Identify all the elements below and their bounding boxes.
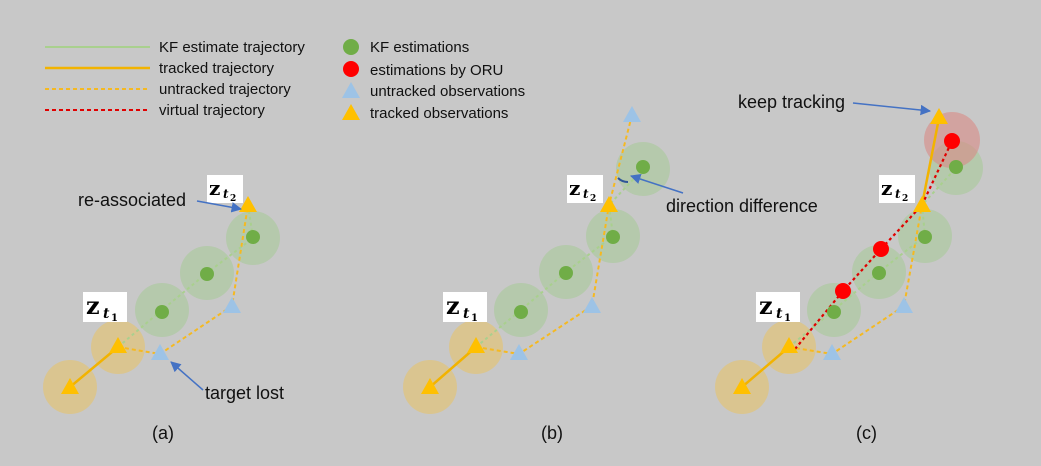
svg-text:t: t (103, 306, 110, 322)
tracked-trajectory-segment (429, 346, 477, 388)
svg-text:2: 2 (902, 194, 908, 204)
z-t1-label: z t 1 (756, 291, 800, 324)
untracked-trajectory-path (475, 114, 633, 356)
z-t2-label: z t 2 (879, 175, 915, 204)
tracked-observation-marker (109, 337, 127, 353)
panel-caption: (b) (541, 423, 563, 443)
svg-text:2: 2 (230, 194, 236, 204)
kf-estimation-point (200, 267, 214, 281)
legend-tracked-trajectory-label: tracked trajectory (159, 60, 275, 77)
z-t2-label: z t 2 (567, 175, 603, 204)
tracked-trajectory-segment (69, 346, 119, 388)
legend-kf-estimation-marker (343, 39, 359, 55)
panel-b: z t 1 z t 2 direction difference (b) (403, 106, 818, 443)
direction-difference-annotation: direction difference (666, 196, 818, 216)
tracked-observation-marker (61, 378, 79, 394)
kf-estimation-point (514, 305, 528, 319)
panel-caption: (a) (152, 423, 174, 443)
tracked-observation-marker (600, 196, 618, 212)
kf-estimate-trajectory (788, 167, 957, 348)
tracked-trajectory-segment (741, 346, 790, 388)
svg-text:1: 1 (784, 313, 791, 324)
untracked-observation-marker (510, 344, 528, 360)
untracked-observation-marker (583, 297, 601, 313)
annotation-arrow (630, 173, 684, 194)
tracked-observation-marker (913, 196, 931, 212)
svg-text:t: t (463, 306, 470, 322)
direction-difference-arc (617, 177, 629, 183)
svg-text:1: 1 (471, 313, 478, 324)
svg-text:t: t (895, 187, 901, 201)
svg-text:z: z (446, 291, 460, 320)
oru-estimation-point (835, 283, 851, 299)
tracked-observation-marker (780, 337, 798, 353)
legend-estimations-by-oru-label: estimations by ORU (370, 62, 503, 79)
untracked-observation-marker (151, 344, 169, 360)
svg-text:z: z (881, 176, 892, 200)
legend: KF estimate trajectory tracked trajector… (45, 39, 525, 122)
legend-tracked-observations-label: tracked observations (370, 105, 508, 122)
kf-estimation-point (918, 230, 932, 244)
panel-a: z t 1 z t 2 re-associated target lost (a… (43, 175, 284, 443)
untracked-observation-marker (823, 344, 841, 360)
target-lost-annotation: target lost (205, 383, 284, 403)
kf-estimation-point (636, 160, 650, 174)
untracked-trajectory-path (117, 204, 249, 356)
kf-estimation-point (606, 230, 620, 244)
untracked-trajectory-path (788, 204, 923, 356)
legend-virtual-trajectory-label: virtual trajectory (159, 102, 265, 119)
tracked-observation-marker (930, 108, 948, 124)
legend-oru-estimation-marker (343, 61, 359, 77)
oru-estimation-point (873, 241, 889, 257)
oru-estimation-point (944, 133, 960, 149)
svg-text:z: z (86, 291, 100, 320)
untracked-observation-marker (223, 297, 241, 313)
tracked-observation-marker (239, 196, 257, 212)
svg-text:2: 2 (590, 194, 596, 204)
legend-tracked-observation-marker (342, 104, 360, 120)
svg-text:z: z (759, 291, 773, 320)
virtual-trajectory-path (794, 140, 953, 350)
kf-estimation-point (559, 266, 573, 280)
svg-text:z: z (569, 176, 580, 200)
svg-text:t: t (223, 187, 229, 201)
legend-untracked-trajectory-label: untracked trajectory (159, 81, 291, 98)
panel-c: z t 1 z t 2 keep tracking (c) (715, 92, 983, 443)
z-t2-label: z t 2 (207, 175, 243, 204)
z-t1-label: z t 1 (83, 291, 127, 324)
tracked-trajectory-segment (920, 117, 941, 206)
kf-estimation-point (246, 230, 260, 244)
kf-estimation-point (872, 266, 886, 280)
panel-caption: (c) (856, 423, 877, 443)
annotation-arrow (196, 200, 243, 213)
svg-text:t: t (776, 306, 783, 322)
annotation-arrow (852, 102, 932, 116)
legend-untracked-observations-label: untracked observations (370, 83, 525, 100)
keep-tracking-annotation: keep tracking (738, 92, 845, 112)
legend-untracked-observation-marker (342, 82, 360, 98)
kf-estimation-point (949, 160, 963, 174)
svg-text:z: z (209, 176, 220, 200)
tracked-observation-marker (467, 337, 485, 353)
untracked-observation-marker (895, 297, 913, 313)
re-associated-annotation: re-associated (78, 190, 186, 210)
uncertainty-halos (403, 142, 670, 414)
kf-estimation-point (155, 305, 169, 319)
kf-estimate-trajectory (475, 168, 644, 348)
untracked-observation-marker (623, 106, 641, 122)
kf-estimation-point (827, 305, 841, 319)
legend-kf-estimations-label: KF estimations (370, 39, 469, 56)
tracked-observation-marker (421, 378, 439, 394)
uncertainty-halos (715, 112, 983, 414)
svg-text:t: t (583, 187, 589, 201)
svg-text:1: 1 (111, 313, 118, 324)
annotation-arrow (170, 361, 204, 391)
z-t1-label: z t 1 (443, 291, 487, 324)
tracked-observation-marker (733, 378, 751, 394)
legend-kf-estimate-trajectory-label: KF estimate trajectory (159, 39, 305, 56)
